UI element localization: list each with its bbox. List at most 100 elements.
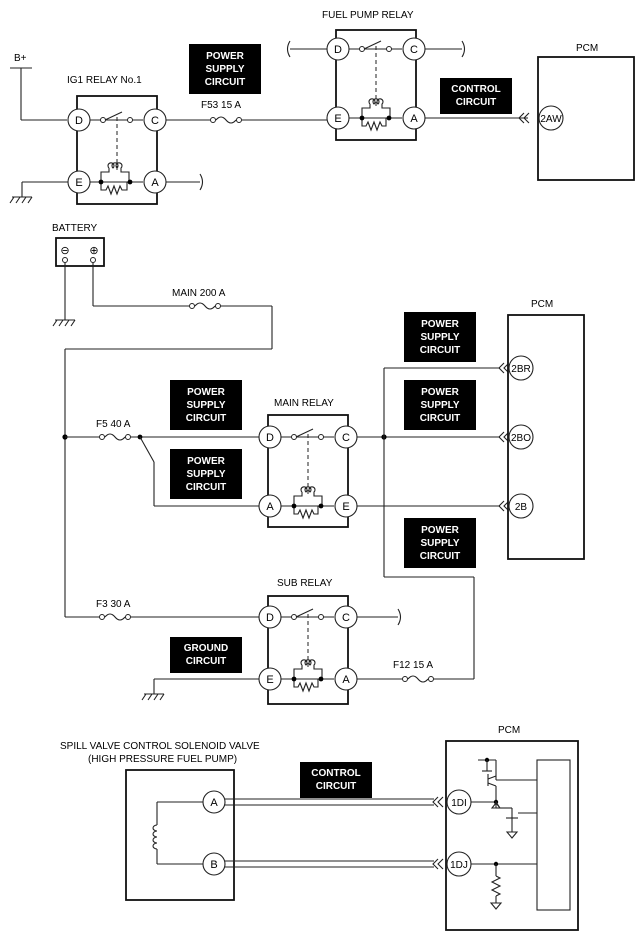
svg-text:POWER: POWER	[421, 525, 460, 536]
svg-text:2BR: 2BR	[511, 364, 530, 375]
main-fuse-label: MAIN 200 A	[172, 288, 226, 299]
svg-text:2B: 2B	[515, 502, 528, 513]
sub-relay-coil	[291, 659, 324, 693]
svg-text:1DI: 1DI	[451, 798, 467, 809]
main-relay-terminal-a	[258, 494, 282, 518]
svg-text:SUPPLY: SUPPLY	[420, 400, 459, 411]
svg-text:2BO: 2BO	[511, 433, 531, 444]
svg-text:B: B	[210, 859, 217, 871]
fpr-terminal-e	[326, 106, 350, 130]
svg-text:A: A	[266, 501, 274, 513]
spill-valve-box	[125, 769, 235, 901]
ig1-terminal-d	[67, 108, 91, 132]
svg-text:E: E	[266, 674, 273, 686]
svg-text:C: C	[342, 432, 350, 444]
svg-text:E: E	[342, 501, 349, 513]
svg-text:SUPPLY: SUPPLY	[420, 538, 459, 549]
svg-text:CIRCUIT: CIRCUIT	[316, 781, 357, 792]
section-spill-valve: SPILL VALVE CONTROL SOLENOID VALVE (HIGH…	[60, 725, 579, 931]
ground-circuit-box: GROUND CIRCUIT	[170, 637, 242, 673]
spill-valve-terminal-b	[202, 852, 226, 876]
svg-text:CIRCUIT: CIRCUIT	[186, 482, 227, 493]
svg-text:POWER: POWER	[206, 51, 245, 62]
svg-text:CONTROL: CONTROL	[311, 768, 360, 779]
svg-text:POWER: POWER	[187, 456, 226, 467]
f53-fuse-label: F53 15 A	[201, 100, 241, 111]
spill-valve-label-2: (HIGH PRESSURE FUEL PUMP)	[88, 754, 237, 765]
svg-text:CIRCUIT: CIRCUIT	[420, 345, 461, 356]
svg-text:D: D	[334, 44, 342, 56]
svg-text:CIRCUIT: CIRCUIT	[456, 97, 497, 108]
svg-text:GROUND: GROUND	[184, 643, 228, 654]
sub-relay-terminal-d	[258, 605, 282, 629]
pcm-label-2: PCM	[531, 299, 553, 310]
svg-text:A: A	[410, 113, 418, 125]
svg-text:CIRCUIT: CIRCUIT	[205, 77, 246, 88]
svg-text:A: A	[342, 674, 350, 686]
svg-text:POWER: POWER	[187, 387, 226, 398]
svg-text:⊖: ⊖	[60, 245, 69, 257]
svg-text:E: E	[75, 177, 82, 189]
ground-symbol	[141, 693, 165, 701]
f12-fuse-label: F12 15 A	[393, 660, 433, 671]
pcm-terminal-2aw	[538, 105, 564, 131]
svg-text:2AW: 2AW	[540, 114, 562, 125]
main-fuse	[189, 302, 221, 310]
pcm-driver-transistors	[471, 757, 537, 910]
section-main-relay: BATTERY ⊖ ⊕ MAIN 200 A	[52, 223, 585, 705]
battery-label: BATTERY	[52, 223, 98, 234]
ig1-relay-box	[76, 95, 158, 205]
power-supply-box-1: POWER SUPPLY CIRCUIT	[189, 44, 261, 94]
power-supply-box-6: POWER SUPPLY CIRCUIT	[404, 518, 476, 568]
svg-text:A: A	[151, 177, 159, 189]
pcm-internal-ic	[536, 759, 571, 911]
ig1-coil	[98, 162, 133, 196]
f3-fuse-label: F3 30 A	[96, 599, 131, 610]
b-plus-label: B+	[14, 53, 27, 64]
sub-relay-label: SUB RELAY	[277, 578, 333, 589]
svg-text:CIRCUIT: CIRCUIT	[186, 656, 227, 667]
svg-text:D: D	[266, 612, 274, 624]
pcm-terminal-2b	[508, 493, 534, 519]
svg-text:D: D	[266, 432, 274, 444]
battery-symbol: ⊖ ⊕	[55, 237, 105, 267]
fuel-pump-relay-coil	[359, 98, 392, 132]
f5-fuse-label: F5 40 A	[96, 419, 131, 430]
spill-valve-terminal-a	[202, 790, 226, 814]
main-relay-coil	[291, 486, 324, 520]
ground-symbol	[52, 319, 76, 327]
svg-text:CIRCUIT: CIRCUIT	[420, 413, 461, 424]
pcm-label-1: PCM	[576, 43, 598, 54]
pcm-terminal-2br	[508, 355, 534, 381]
svg-text:C: C	[151, 115, 159, 127]
solenoid-coil	[152, 824, 158, 850]
svg-text:C: C	[342, 612, 350, 624]
pcm-label-3: PCM	[498, 725, 520, 736]
control-circuit-box-1: CONTROL CIRCUIT	[440, 78, 512, 114]
pcm-terminal-2bo	[508, 424, 534, 450]
svg-text:C: C	[410, 44, 418, 56]
power-supply-box-3: POWER SUPPLY CIRCUIT	[170, 449, 242, 499]
ig1-relay-label: IG1 RELAY No.1	[67, 75, 142, 86]
svg-text:CIRCUIT: CIRCUIT	[420, 551, 461, 562]
f3-fuse	[99, 613, 131, 621]
power-supply-box-4: POWER SUPPLY CIRCUIT	[404, 312, 476, 362]
svg-text:1DJ: 1DJ	[450, 860, 468, 871]
svg-text:CIRCUIT: CIRCUIT	[186, 413, 227, 424]
svg-text:POWER: POWER	[421, 319, 460, 330]
main-relay-terminal-d	[258, 425, 282, 449]
svg-text:CONTROL: CONTROL	[451, 84, 500, 95]
pcm-box-3	[445, 740, 579, 931]
svg-text:SUPPLY: SUPPLY	[186, 469, 225, 480]
svg-text:A: A	[210, 797, 218, 809]
fuel-pump-relay-label: FUEL PUMP RELAY	[322, 10, 414, 21]
main-relay-label: MAIN RELAY	[274, 398, 334, 409]
power-supply-box-5: POWER SUPPLY CIRCUIT	[404, 380, 476, 430]
f12-fuse	[402, 675, 434, 683]
svg-text:D: D	[75, 115, 83, 127]
svg-text:SUPPLY: SUPPLY	[205, 64, 244, 75]
section-fuel-pump-relay: B+ IG1 RELAY No.1 D C E A	[9, 10, 635, 205]
f53-fuse	[210, 116, 242, 124]
ground-symbol	[9, 196, 33, 204]
